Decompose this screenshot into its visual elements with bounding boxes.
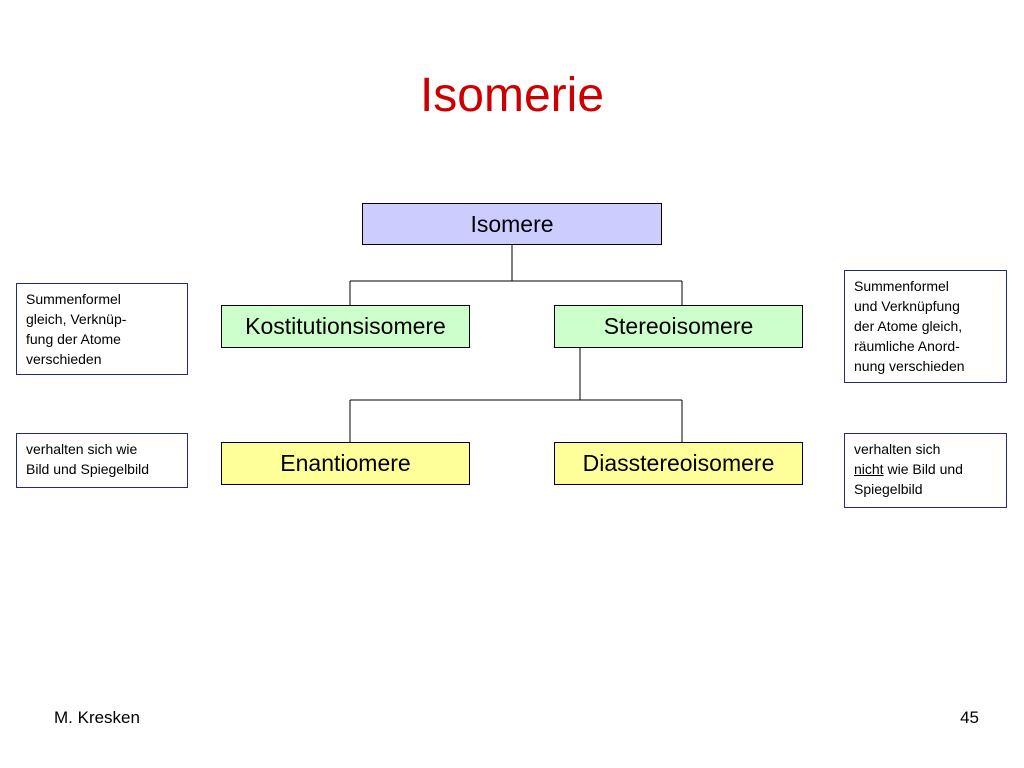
note-diastereo-line: nicht wie Bild und [854, 459, 998, 479]
slide-title: Isomerie [419, 69, 605, 122]
footer-page-number: 45 [960, 708, 979, 727]
note-konstitution-line: gleich, Verknüp- [26, 311, 127, 327]
note-diastereo-line: Spiegelbild [854, 481, 923, 497]
note-diastereo-line: verhalten sich [854, 441, 941, 457]
note-stereo-line: Summenformel [854, 278, 949, 294]
note-enantiomere-line: Bild und Spiegelbild [26, 461, 149, 477]
note-konstitution-line: Summenformel [26, 291, 121, 307]
note-stereo-line: räumliche Anord- [854, 338, 960, 354]
note-konstitution-line: verschieden [26, 351, 102, 367]
note-stereo-line: und Verknüpfung [854, 298, 960, 314]
note-diastereo: verhalten sich nicht wie Bild und Spiege… [844, 433, 1007, 508]
node-konstitutionsisomere: Kostitutionsisomere [221, 305, 470, 348]
note-diastereo-emphasis: nicht [854, 461, 884, 477]
note-diastereo-line-rest: wie Bild und [883, 461, 963, 477]
node-isomere: Isomere [362, 203, 662, 245]
note-stereo-line: der Atome gleich, [854, 318, 963, 334]
node-diastereoisomere: Diasstereoisomere [554, 442, 803, 485]
note-konstitution-line: fung der Atome [26, 331, 121, 347]
note-konstitution: Summenformel gleich, Verknüp- fung der A… [16, 283, 188, 375]
node-enantiomere: Enantiomere [221, 442, 470, 485]
note-stereo-line: nung verschieden [854, 358, 965, 374]
node-stereoisomere: Stereoisomere [554, 305, 803, 348]
footer-author: M. Kresken [54, 708, 140, 727]
note-enantiomere-line: verhalten sich wie [26, 441, 138, 457]
note-enantiomere: verhalten sich wie Bild und Spiegelbild [16, 433, 188, 488]
note-stereo: Summenformel und Verknüpfung der Atome g… [844, 270, 1007, 383]
